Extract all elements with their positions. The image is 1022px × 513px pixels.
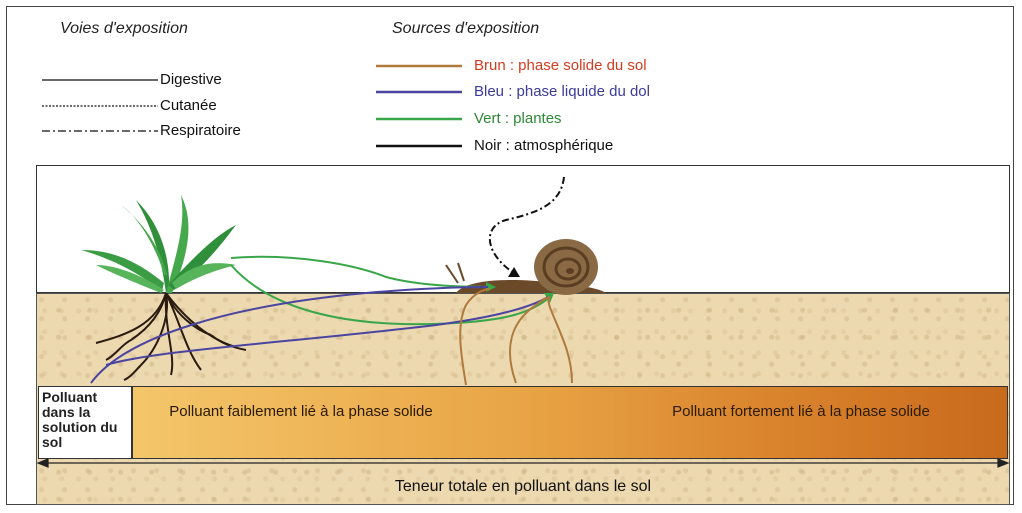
plant-leaves — [81, 195, 236, 293]
total-arrow — [38, 459, 1008, 467]
source-noir: Noir : atmosphérique — [474, 137, 613, 154]
voie-respiratoire: Respiratoire — [160, 122, 241, 139]
source-bleu: Bleu : phase liquide du dol — [474, 83, 650, 100]
voie-digestive: Digestive — [160, 71, 222, 88]
soil-scene: Polluant dans la solution du sol Polluan… — [36, 165, 1010, 505]
plant-roots — [96, 293, 246, 380]
source-vert: Vert : plantes — [474, 110, 562, 127]
solid-arrows — [460, 289, 572, 385]
sources-title: Sources d'exposition — [392, 20, 539, 38]
voie-cutanee: Cutanée — [160, 97, 217, 114]
scene-drawing — [36, 165, 1010, 505]
source-brun: Brun : phase solide du sol — [474, 57, 647, 74]
